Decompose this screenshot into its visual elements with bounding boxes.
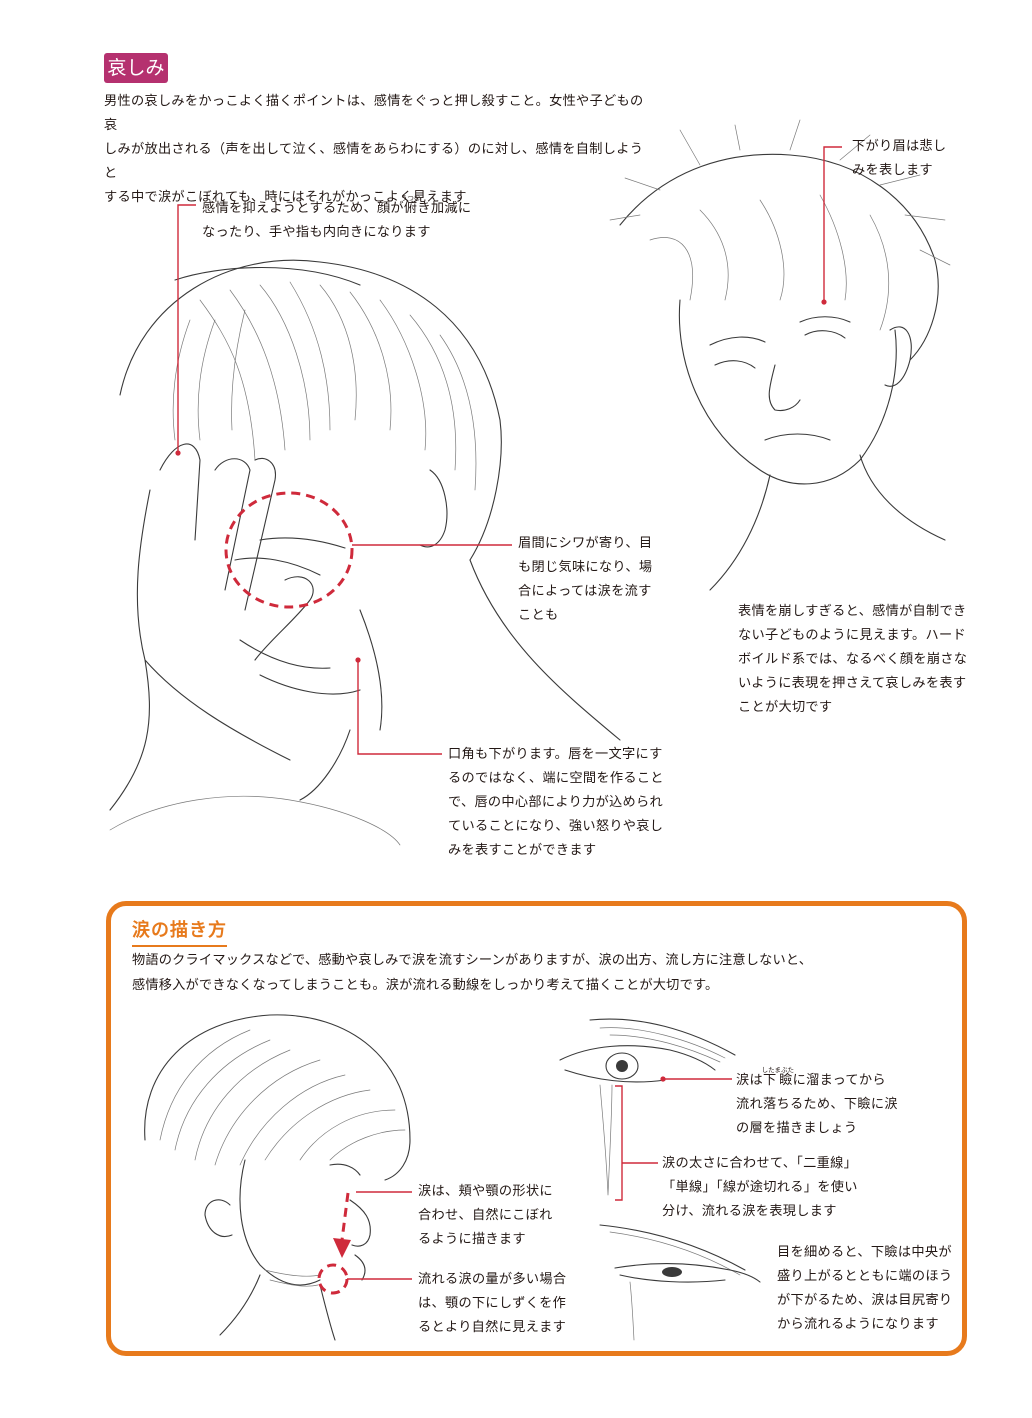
note-face-shape: 涙は、頬や顎の形状に 合わせ、自然にこぼれ るように描きます (418, 1184, 553, 1247)
note-lower-lid: 涙は下瞼したまぶたに溜まってから 流れ落ちるため、下瞼に涙 の層を描きましょう (736, 1066, 936, 1141)
note-line: 涙は下瞼したまぶたに溜まってから (736, 1066, 886, 1089)
tearful-eye-sketch (559, 1018, 736, 1196)
ruby-word: 俯うつむ (400, 194, 421, 217)
note-narrowed-eyes: 目を細めると、下瞼は中央が 盛り上がるとともに端のほう が下がるため、涙は目尻寄… (777, 1245, 953, 1332)
tears-panel (106, 901, 967, 1356)
intro-line: する中で涙がこぼれても、時にはそれがかっこよく見えます (104, 190, 467, 205)
note-tear-thickness: 涙の太さに合わせて、「二重線」 「単線」「線が途切れる」を使い 分け、流れる涙を… (662, 1156, 858, 1219)
sadness-intro: 男性の哀しみをかっこよく描くポイントは、感情をぐっと押し殺すこと。女性や子どもの… (104, 90, 649, 210)
note-sad-eyebrows: 下がり眉は悲し みを表します (852, 139, 947, 178)
note-chin-drop: 流れる涙の量が多い場合 は、顎の下にしずくを作 るとより自然に見えます (418, 1272, 567, 1335)
man-sad-eyebrows-sketch (609, 119, 951, 591)
note-brow-lines: 眉間にシワが寄り、目 も閉じ気味になり、場 合によっては涙を流す ことも (518, 536, 653, 623)
note-line: なったり、手や指も内向きになります (202, 225, 431, 240)
note-line: 感情を抑えようとするため、顔が俯うつむき加減に (202, 194, 472, 217)
narrowed-eye-sketch (599, 1224, 761, 1341)
note-expression-restraint: 表情を崩しすぎると、感情が自制でき ない子どものように見えます。ハード ボイルド… (738, 604, 968, 715)
intro-line: しみが放出される（声を出して泣く、感情をあらわにする）のに対し、感情を自制しよう… (104, 142, 644, 181)
man-covering-face-sketch (109, 259, 621, 846)
section-tag-sadness: 哀しみ (104, 53, 168, 83)
intro-line: 男性の哀しみをかっこよく描くポイントは、感情をぐっと押し殺すこと。女性や子どもの… (104, 94, 644, 133)
note-face-down: 感情を抑えようとするため、顔が俯うつむき加減に なったり、手や指も内向きになりま… (202, 194, 502, 245)
note-mouth: 口角も下がります。唇を一文字にす るのではなく、端に空間を作ること で、唇の中心… (448, 747, 664, 858)
tears-title: 涙の描き方 (132, 916, 227, 947)
tears-intro: 物語のクライマックスなどで、感動や哀しみで涙を流すシーンがありますが、涙の出方、… (132, 953, 813, 993)
boy-tear-profile-sketch (144, 1014, 411, 1341)
leader-lines (175, 146, 842, 1295)
ruby-word: 下瞼したまぶた (761, 1066, 794, 1089)
